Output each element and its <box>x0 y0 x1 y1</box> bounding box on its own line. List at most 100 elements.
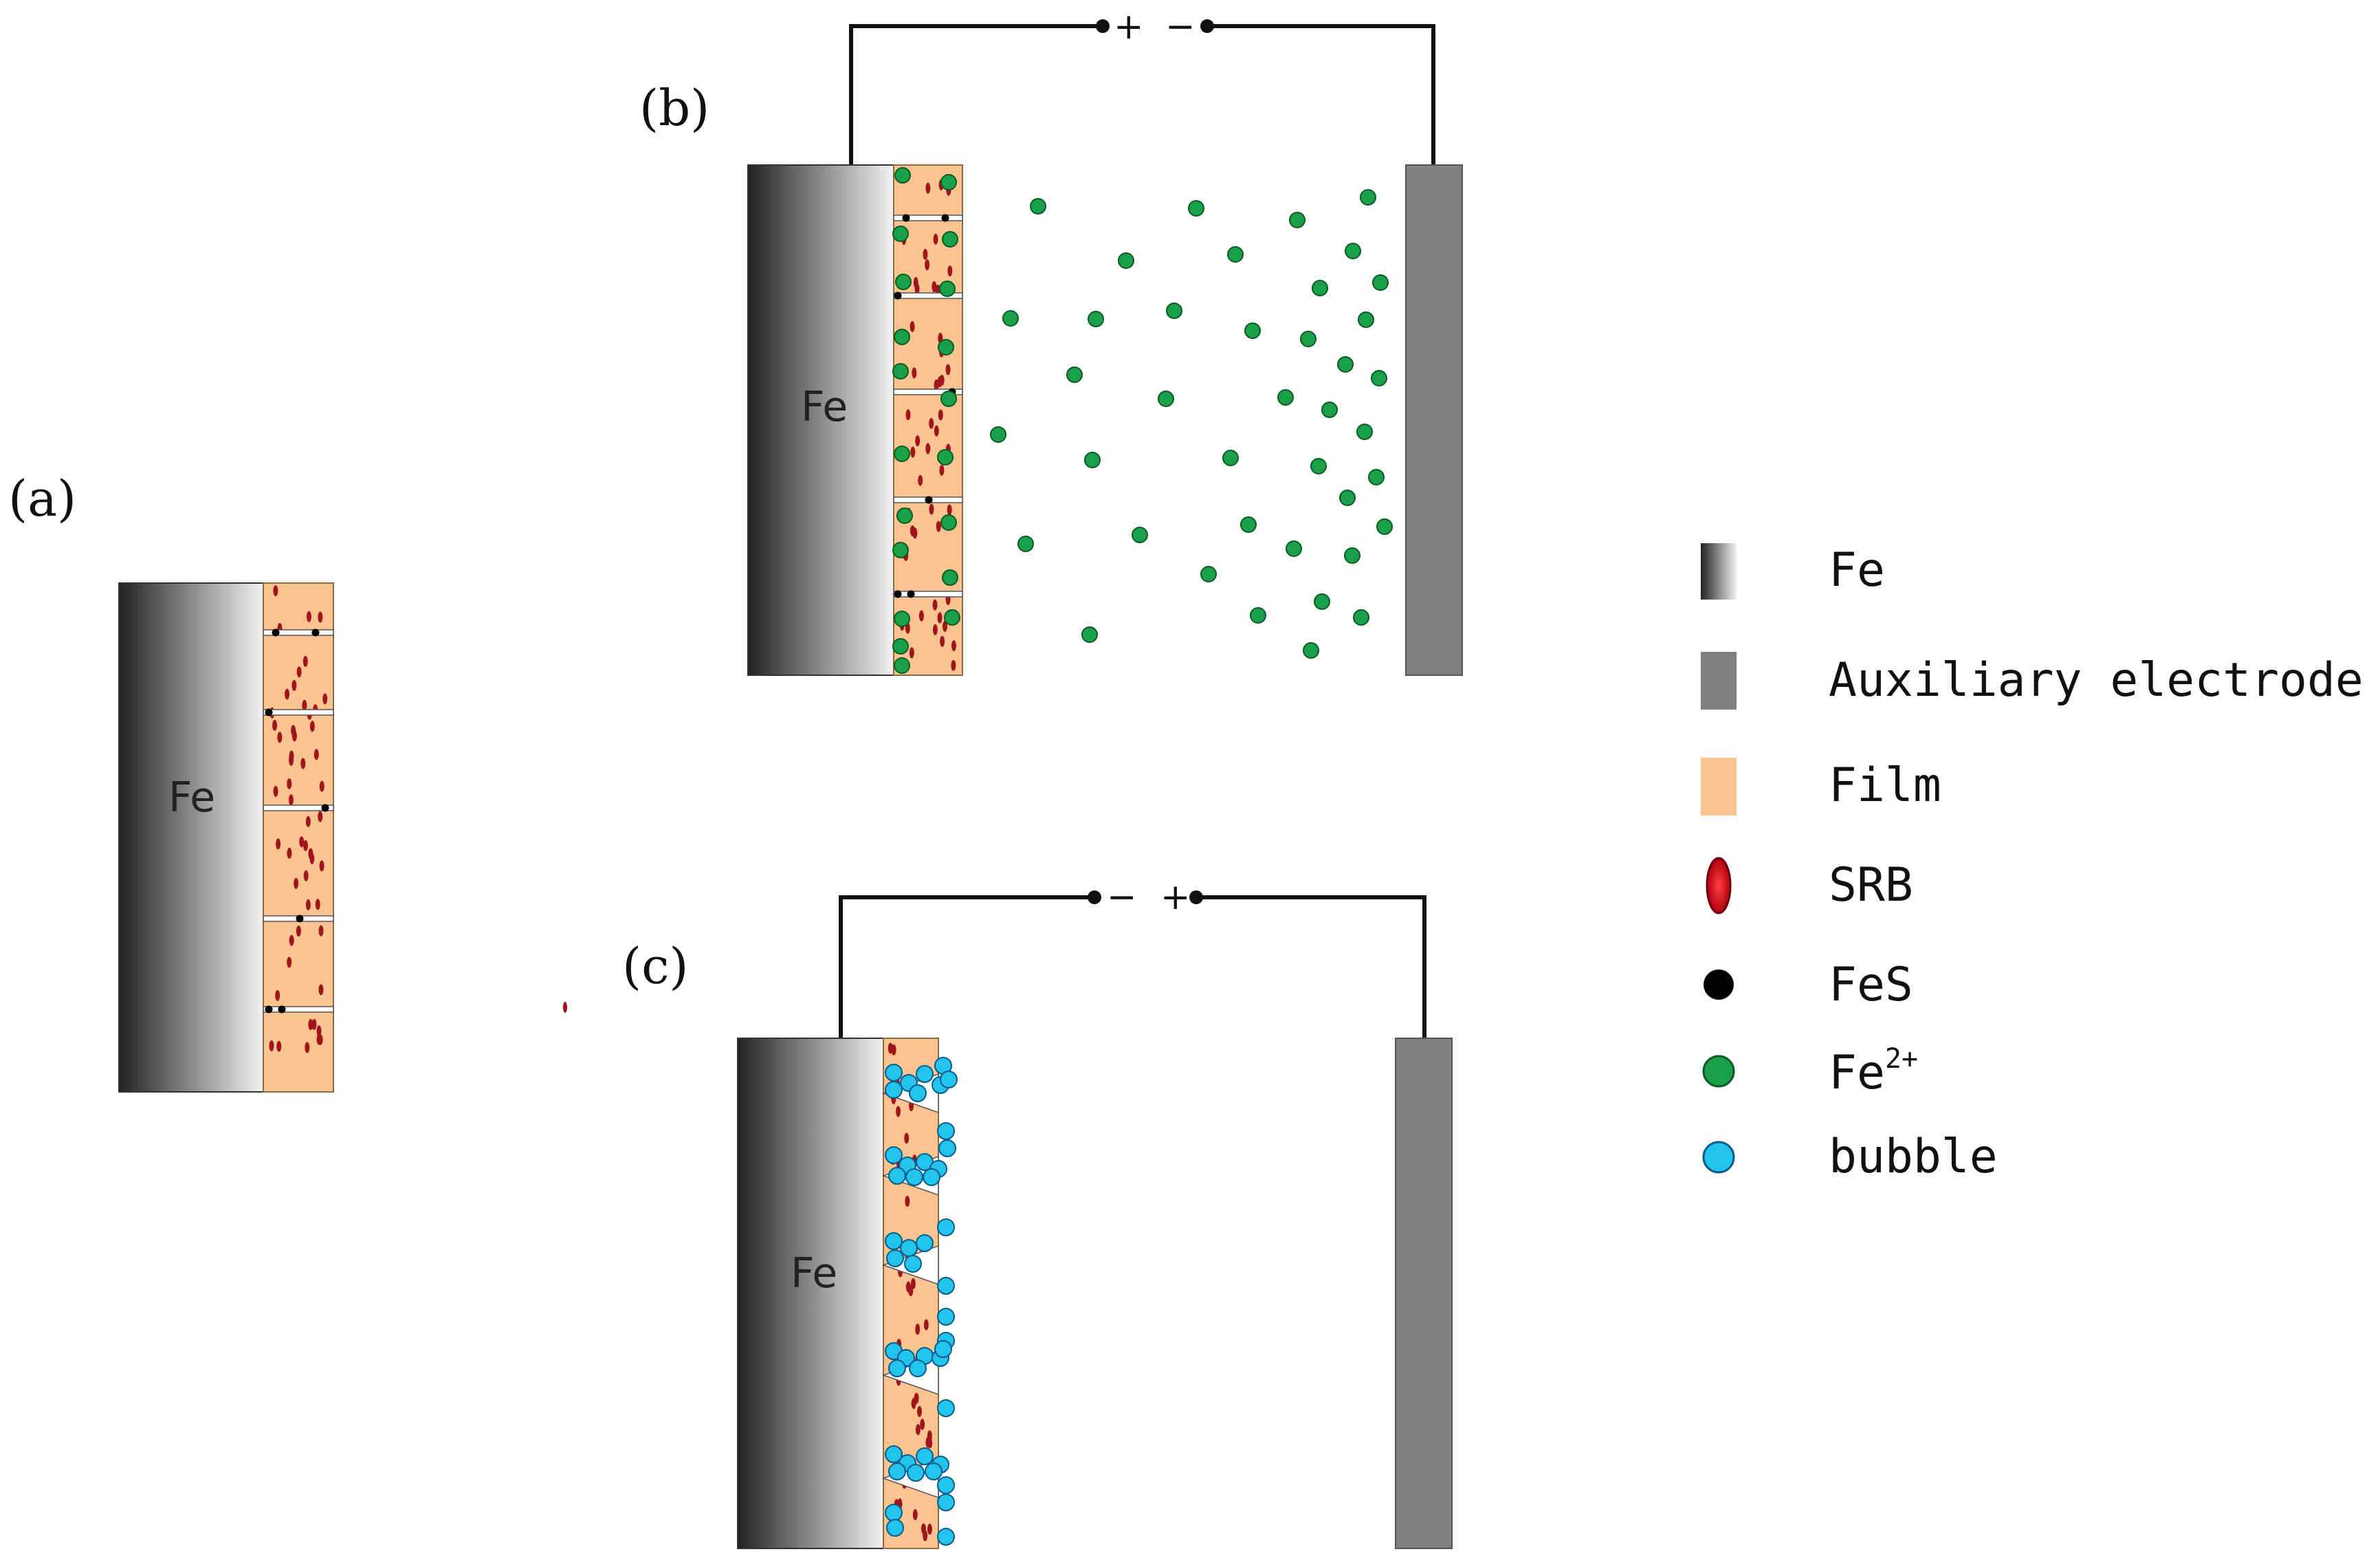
bubble <box>937 1122 955 1140</box>
srb-cell <box>303 870 309 881</box>
srb-cell <box>305 815 311 827</box>
srb-cell <box>910 321 915 333</box>
bubble <box>900 1239 918 1257</box>
fe2-ion <box>1158 391 1174 407</box>
fe2-ion <box>1356 424 1373 440</box>
fe2-ion <box>1312 280 1328 296</box>
fe2-ion <box>1250 607 1266 624</box>
srb-cell <box>313 749 319 760</box>
srb-cell <box>927 1524 932 1535</box>
fes-dot-icon <box>1704 969 1734 1000</box>
fe2-ion <box>940 514 957 531</box>
srb-cell <box>951 639 956 651</box>
srb-cell <box>311 1018 317 1030</box>
bubble <box>885 1445 903 1463</box>
srb-cell <box>939 464 945 476</box>
fe2-superscript: 2+ <box>1885 1043 1918 1075</box>
srb-cell <box>917 1405 923 1417</box>
srb-cell <box>937 612 943 624</box>
fes-particle <box>941 214 949 222</box>
srb-cell <box>938 409 943 421</box>
srb-cell <box>306 611 311 622</box>
bubble <box>916 1065 934 1083</box>
bubble <box>916 1234 934 1252</box>
fe2-ion <box>1188 200 1204 217</box>
srb-cell <box>915 1424 921 1436</box>
biofilm-layer <box>263 582 334 1093</box>
srb-cell <box>915 1324 921 1335</box>
srb-cell <box>932 599 938 611</box>
srb-cell <box>305 1042 310 1053</box>
fe2-ion <box>1017 536 1034 552</box>
srb-cell <box>925 182 931 194</box>
circuit-wire <box>849 24 1101 165</box>
fe2-ion <box>1244 322 1261 339</box>
fe2-ion <box>1339 490 1356 506</box>
fe2-ion <box>938 339 954 355</box>
srb-cell <box>305 899 311 910</box>
fe2-ion <box>892 542 909 558</box>
bubble <box>934 1340 952 1358</box>
srb-cell <box>316 1025 322 1037</box>
bubble-icon <box>1702 1141 1735 1174</box>
bubble <box>937 1476 955 1494</box>
bubble <box>904 1255 922 1273</box>
bubble <box>916 1447 934 1465</box>
terminal-positive <box>1096 19 1110 33</box>
srb-cell <box>905 409 911 421</box>
fe2-ion <box>1310 458 1327 474</box>
srb-cell <box>276 838 281 850</box>
fe2-ion <box>892 226 909 242</box>
legend-label-srb: SRB <box>1829 858 1913 912</box>
fe2-ion <box>1303 642 1319 659</box>
srb-cell <box>291 725 296 736</box>
srb-cell <box>918 610 924 622</box>
srb-cell <box>914 283 920 295</box>
fe2-ion <box>1372 274 1389 291</box>
srb-cell <box>912 367 917 379</box>
srb-cell <box>291 679 297 691</box>
fe2-ion <box>895 274 912 290</box>
fes-particle <box>925 496 933 504</box>
fe2-ion <box>1353 609 1369 626</box>
fe2-ion <box>944 609 960 626</box>
fe2-ion-cloud <box>892 167 1393 674</box>
srb-cell <box>943 620 948 632</box>
film-swatch-icon <box>1701 758 1737 815</box>
panel-c-label: (c) <box>622 937 689 995</box>
fe-electrode-label: Fe <box>168 774 215 822</box>
film-crack <box>893 292 963 299</box>
fe-swatch-icon <box>1701 543 1737 600</box>
bubble <box>925 1462 943 1480</box>
panel-a-label: (a) <box>8 470 76 527</box>
fes-particle <box>894 590 902 598</box>
srb-cell <box>929 417 934 429</box>
film-block <box>893 164 963 676</box>
srb-cell <box>923 248 928 260</box>
srb-cell <box>318 925 324 936</box>
fe2-ion <box>1371 370 1387 386</box>
positive-sign: + <box>1114 6 1144 47</box>
srb-cell <box>275 989 280 1001</box>
legend-label-fe: Fe <box>1829 543 1885 598</box>
srb-cell <box>302 655 308 667</box>
fe2-ion <box>940 174 957 190</box>
srb-cell <box>289 934 294 946</box>
panel-b-label: (b) <box>639 79 709 137</box>
negative-sign: − <box>1107 877 1137 918</box>
srb-cell <box>945 364 951 375</box>
film-crack <box>263 709 334 716</box>
fes-particle <box>907 590 915 598</box>
bubble <box>937 1528 955 1546</box>
bubble <box>909 1084 927 1102</box>
fe2-ion <box>1286 540 1302 557</box>
bubble <box>907 1464 925 1482</box>
srb-cell <box>918 474 923 486</box>
fe-electrode <box>118 582 264 1093</box>
fe-electrode-label: Fe <box>791 1249 837 1297</box>
fe2-ion-icon <box>1702 1055 1735 1088</box>
fe2-ion <box>896 507 913 524</box>
auxiliary-electrode-swatch-icon <box>1701 652 1737 710</box>
film-crack <box>893 388 963 395</box>
